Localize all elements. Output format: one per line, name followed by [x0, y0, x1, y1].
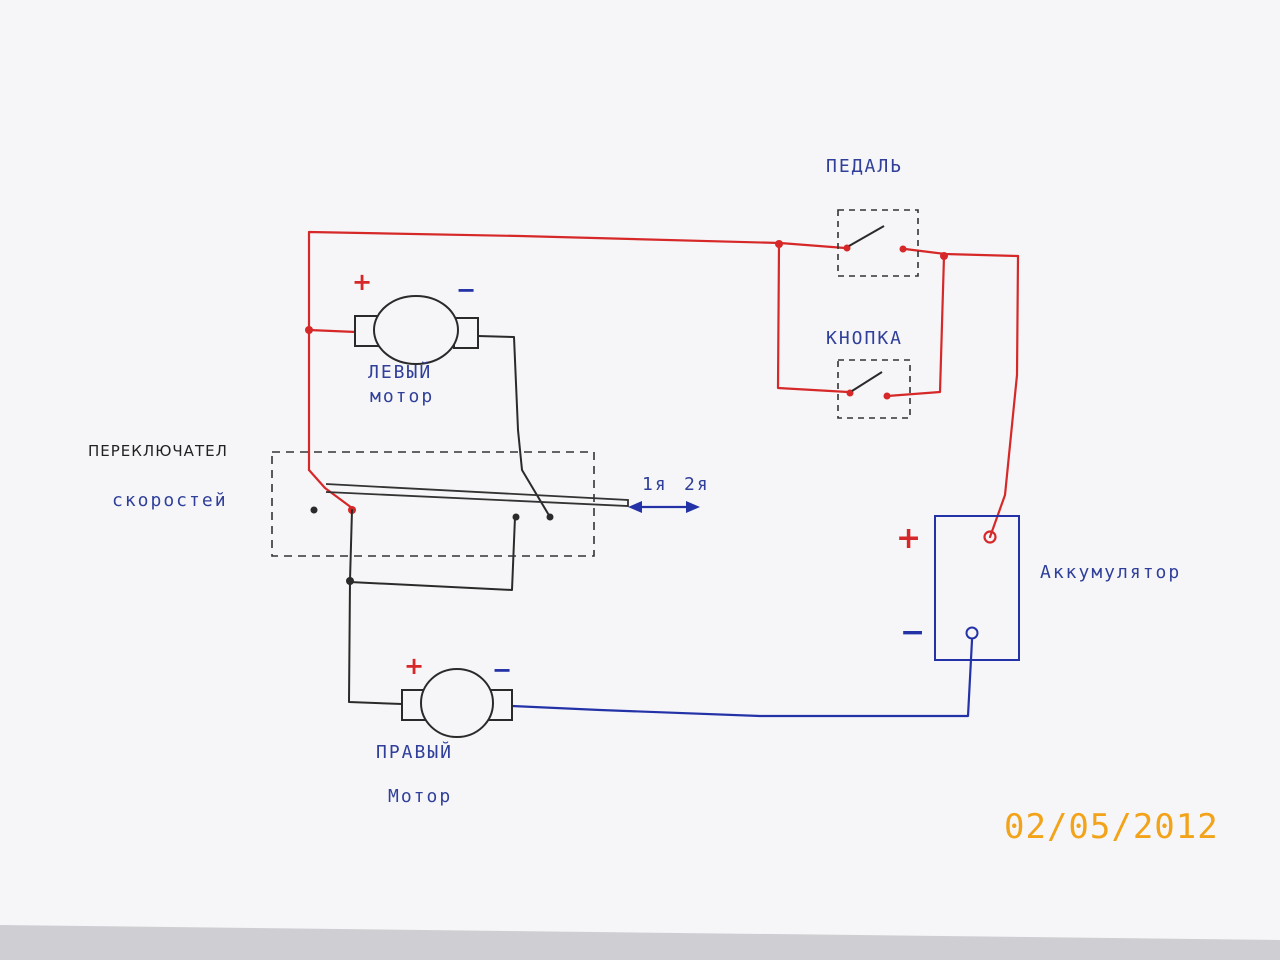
button-lever	[851, 371, 883, 392]
speed-switch-label-line2: скоростей	[112, 490, 228, 511]
paper-sheet-face	[0, 0, 1280, 940]
button-label: КНОПКА	[826, 328, 903, 349]
switch-contact	[512, 513, 520, 521]
right-motor-label-line1: ПРАВЫЙ	[376, 741, 453, 763]
switch-contact	[310, 506, 318, 514]
pedal-lever	[848, 225, 885, 247]
black-junctions	[310, 506, 554, 585]
wire-negative-blue	[510, 638, 974, 718]
battery-body	[934, 515, 1020, 661]
battery-plus-terminal	[983, 530, 997, 544]
wire-switch-to-junction	[349, 509, 353, 581]
battery-label: Аккумулятор	[1040, 562, 1181, 583]
gear-arrow-left-head	[628, 501, 642, 513]
button-switch-box	[837, 359, 911, 419]
left-motor-minus-sign: −	[456, 276, 476, 304]
switch-contact	[546, 513, 554, 521]
speed-switch	[271, 451, 700, 557]
speed-switch-housing	[271, 451, 595, 557]
black-wiring	[348, 335, 551, 705]
left-motor-plus-sign: +	[352, 268, 372, 296]
speed-switch-slider	[325, 483, 629, 507]
pedal-label: ПЕДАЛЬ	[826, 156, 903, 177]
right-motor-minus-sign: −	[492, 656, 512, 684]
gear-arrow-right-head	[686, 501, 700, 513]
speed-switch-label-line1: ПЕРЕКЛЮЧАТЕЛ	[88, 442, 228, 460]
button-switch: КНОПКА	[826, 328, 911, 419]
right-motor-plus-sign: +	[404, 652, 424, 680]
date-stamp: 02/05/2012	[1004, 807, 1219, 847]
left-motor: + − ЛЕВЫЙ мотор	[352, 268, 479, 407]
wire-switch-red	[307, 468, 354, 510]
pedal-contact	[843, 244, 851, 252]
battery-minus-terminal	[965, 626, 979, 640]
right-motor-body	[420, 668, 494, 738]
wire-top-red	[307, 230, 847, 472]
battery: + − Аккумулятор	[896, 515, 1181, 661]
wire-button-branch-red	[776, 242, 850, 394]
left-motor-label-line2: мотор	[370, 386, 434, 407]
left-motor-label-line1: ЛЕВЫЙ	[368, 361, 432, 383]
pedal-switch: ПЕДАЛЬ	[826, 156, 919, 277]
wire-left-motor-plus-red	[307, 328, 358, 334]
junction-dot	[940, 252, 948, 260]
junction-dot	[346, 577, 354, 585]
wire-contact3	[349, 516, 516, 591]
battery-minus-sign: −	[900, 615, 925, 650]
pedal-switch-box	[837, 209, 919, 277]
gear-1-label: 1я	[642, 474, 668, 495]
gear-2-label: 2я	[684, 474, 710, 495]
junction-dot	[775, 240, 783, 248]
wire-left-motor-minus	[477, 335, 551, 518]
pedal-contact	[899, 245, 907, 253]
right-motor: + − ПРАВЫЙ Мотор	[376, 652, 513, 807]
button-contact	[883, 392, 891, 400]
battery-plus-sign: +	[896, 521, 921, 556]
wire-button-out-red	[885, 254, 946, 398]
button-contact	[846, 389, 854, 397]
junction-dot	[305, 326, 313, 334]
left-motor-body	[373, 295, 459, 365]
right-motor-label-line2: Мотор	[388, 786, 452, 807]
wire-right-motor-plus	[348, 579, 403, 705]
